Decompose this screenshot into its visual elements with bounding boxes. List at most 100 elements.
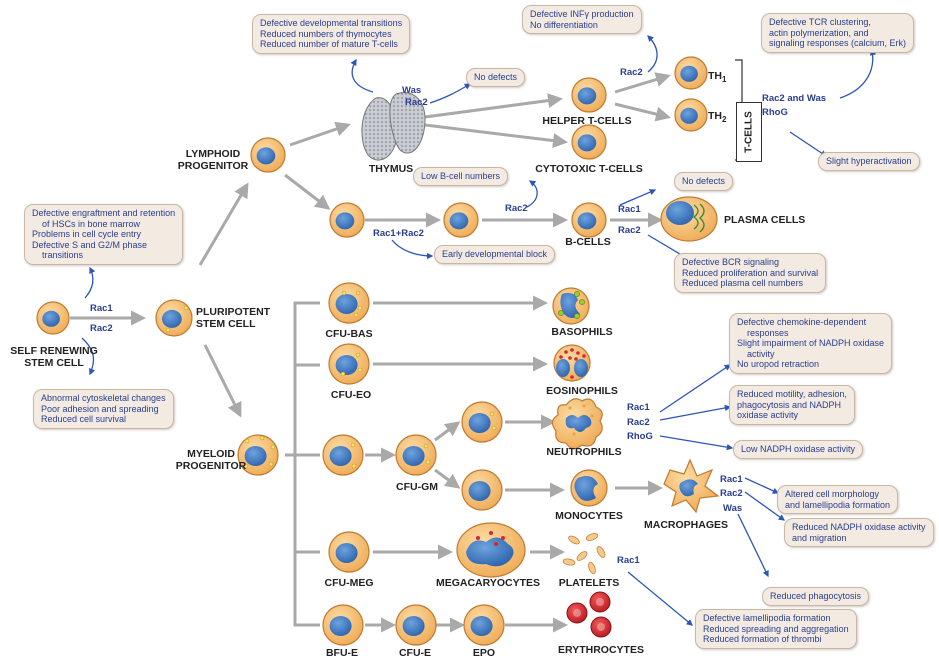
branch-to-bfu-e: [293, 455, 320, 627]
phenotype-line: actin polymerization, and: [769, 27, 869, 38]
cytotoxic-t-cell: [571, 124, 607, 160]
cytotoxic-t-cells-label: CYTOTOXIC T-CELLS: [535, 163, 643, 175]
phenotype-motility: Reduced motility, adhesion,phagocytosis …: [729, 385, 855, 425]
gene-neut-rac2: Rac2: [627, 417, 650, 428]
arrow-was-thymocytes: [350, 58, 374, 93]
phenotype-b-no-defects: No defects: [674, 172, 734, 191]
gm-progenitor-cell-nucleus: [329, 446, 352, 466]
phenotype-line: oxidase activity: [737, 410, 799, 420]
arrow-cfu-gm-to-monocyte-precursor: [434, 468, 461, 489]
cfu-bas-label: CFU-BAS: [325, 328, 373, 340]
phenotype-line: Defective lamellipodia formation: [703, 613, 831, 623]
tcells-group-label: T-CELLS: [736, 102, 762, 162]
phenotype-line: phagocytosis and NADPH: [737, 399, 842, 410]
helper-t-cells-label: HELPER T-CELLS: [542, 115, 632, 127]
phenotype-line: No differentiation: [530, 19, 598, 30]
arrow-early-block: [391, 239, 434, 260]
myeloid-cell-granule: [268, 461, 274, 467]
phenotype-line: Reduced motility, adhesion,: [737, 389, 847, 399]
plasma-cells-label: PLASMA CELLS: [724, 214, 806, 226]
cfu-gm-cell: [395, 434, 437, 476]
arrow-tcell-tcr: [839, 48, 877, 99]
gene-bcell-rac2-top: Rac2: [505, 203, 528, 214]
arrow-mac-phagocytosis: [737, 513, 769, 578]
phenotype-line: Reduced numbers of thymocytes: [260, 28, 392, 39]
phenotype-line: Abnormal cytoskeletal changes: [41, 393, 166, 403]
gene-tcell-rhog: RhoG: [762, 107, 788, 118]
lymphoid-progenitor-label: LYMPHOID PROGENITOR: [177, 148, 249, 172]
arrow-rac2-no-defects: [429, 83, 472, 104]
epo-label: EPO: [472, 647, 496, 659]
b-cell-nucleus: [577, 212, 597, 230]
pluripotent-cell: [155, 299, 193, 337]
neutrophil-precursor-cell: [461, 401, 503, 443]
arrow-pluripotent-to-lymphoid: [198, 182, 249, 266]
pre-b-cell: [329, 202, 365, 238]
gene-bcell-rac1: Rac1: [618, 204, 641, 215]
phenotype-line: No defects: [474, 72, 518, 82]
eosinophils-label: EOSINOPHILS: [546, 385, 618, 397]
thymus-organ: [361, 92, 426, 161]
phenotype-line: Altered cell morphology: [785, 489, 880, 499]
phenotype-line: Defective developmental transitions: [260, 18, 403, 28]
myeloid-progenitor-label: MYELOID PROGENITOR: [175, 448, 247, 472]
myeloid-cell: [237, 434, 279, 476]
phenotype-phagocytosis: Reduced phagocytosis: [762, 587, 870, 606]
arrow-cfu-gm-to-neutrophil-precursor: [434, 421, 461, 442]
megacaryocyte: [456, 522, 526, 578]
arrow-neut-chemokine: [659, 364, 732, 413]
gene-thymus-rac2: Rac2: [405, 97, 428, 108]
monocyte-precursor-cell-nucleus: [468, 481, 491, 501]
myeloid-cell-granule: [244, 438, 250, 444]
arrow-rac1-b-no-defects: [619, 189, 657, 206]
cfu-gm-cell-granule: [425, 459, 431, 465]
phenotype-line: Defective BCR signaling: [682, 257, 780, 267]
myeloid-cell-granule: [259, 435, 265, 441]
neutrophil: [551, 398, 603, 450]
cfu-eo-cell: [328, 343, 370, 385]
phenotype-line: Defective TCR clustering,: [769, 17, 871, 27]
gene-mac-was: Was: [723, 503, 743, 514]
phenotype-line: Defective chemokine-dependent: [737, 317, 867, 327]
neutrophil-precursor-cell-nucleus: [468, 413, 491, 433]
helper-t-cell: [571, 77, 607, 113]
erythrocytes: [566, 591, 612, 638]
pluripotent-cell-granule: [165, 327, 171, 333]
myeloid-cell-granule: [243, 463, 249, 469]
pluripotent-cell-nucleus: [161, 309, 182, 328]
th2-text: TH: [708, 110, 722, 122]
phenotype-line: Defective S and G2/M phase: [32, 239, 148, 250]
phenotype-line: Reduced proliferation and survival: [682, 267, 819, 278]
phenotype-line: Reduced number of mature T-cells: [260, 39, 398, 49]
cfu-eo-cell-granule: [340, 371, 346, 377]
pluripotent-cell-granule: [183, 305, 189, 311]
gene-thymus-was: Was: [402, 85, 422, 96]
cfu-eo-cell-granule: [357, 367, 363, 373]
th2-label: TH2: [708, 110, 726, 126]
arrow-thymus-to-helper: [424, 93, 563, 119]
neutrophil-precursor-cell-granule: [489, 411, 495, 417]
myeloid-cell-nucleus: [244, 446, 267, 466]
gene-tcell-rac2-was: Rac2 and Was: [762, 93, 827, 104]
phenotype-line: transitions: [42, 250, 84, 260]
phenotype-tcr: Defective TCR clustering,actin polymeriz…: [761, 13, 915, 53]
stem-cell: [36, 301, 70, 335]
gene-mac-rac1: Rac1: [720, 474, 743, 485]
phenotype-line: Reduced NADPH oxidase activity: [792, 522, 926, 532]
b-progenitor-cell-nucleus: [449, 212, 469, 230]
arrow-pluripotent-to-myeloid: [203, 344, 242, 418]
phenotype-line: Reduced formation of thrombi: [703, 634, 822, 644]
arrow-neut-nadph: [659, 435, 734, 451]
gene-stem-rac2: Rac2: [90, 323, 113, 334]
b-cell: [571, 202, 607, 238]
basophils-label: BASOPHILS: [551, 326, 613, 338]
macrophage: [663, 458, 720, 514]
basophil: [552, 287, 590, 325]
cfu-bas-cell-granule: [341, 290, 347, 296]
pre-b-cell-nucleus: [335, 212, 355, 230]
phenotype-line: and migration: [792, 532, 847, 543]
